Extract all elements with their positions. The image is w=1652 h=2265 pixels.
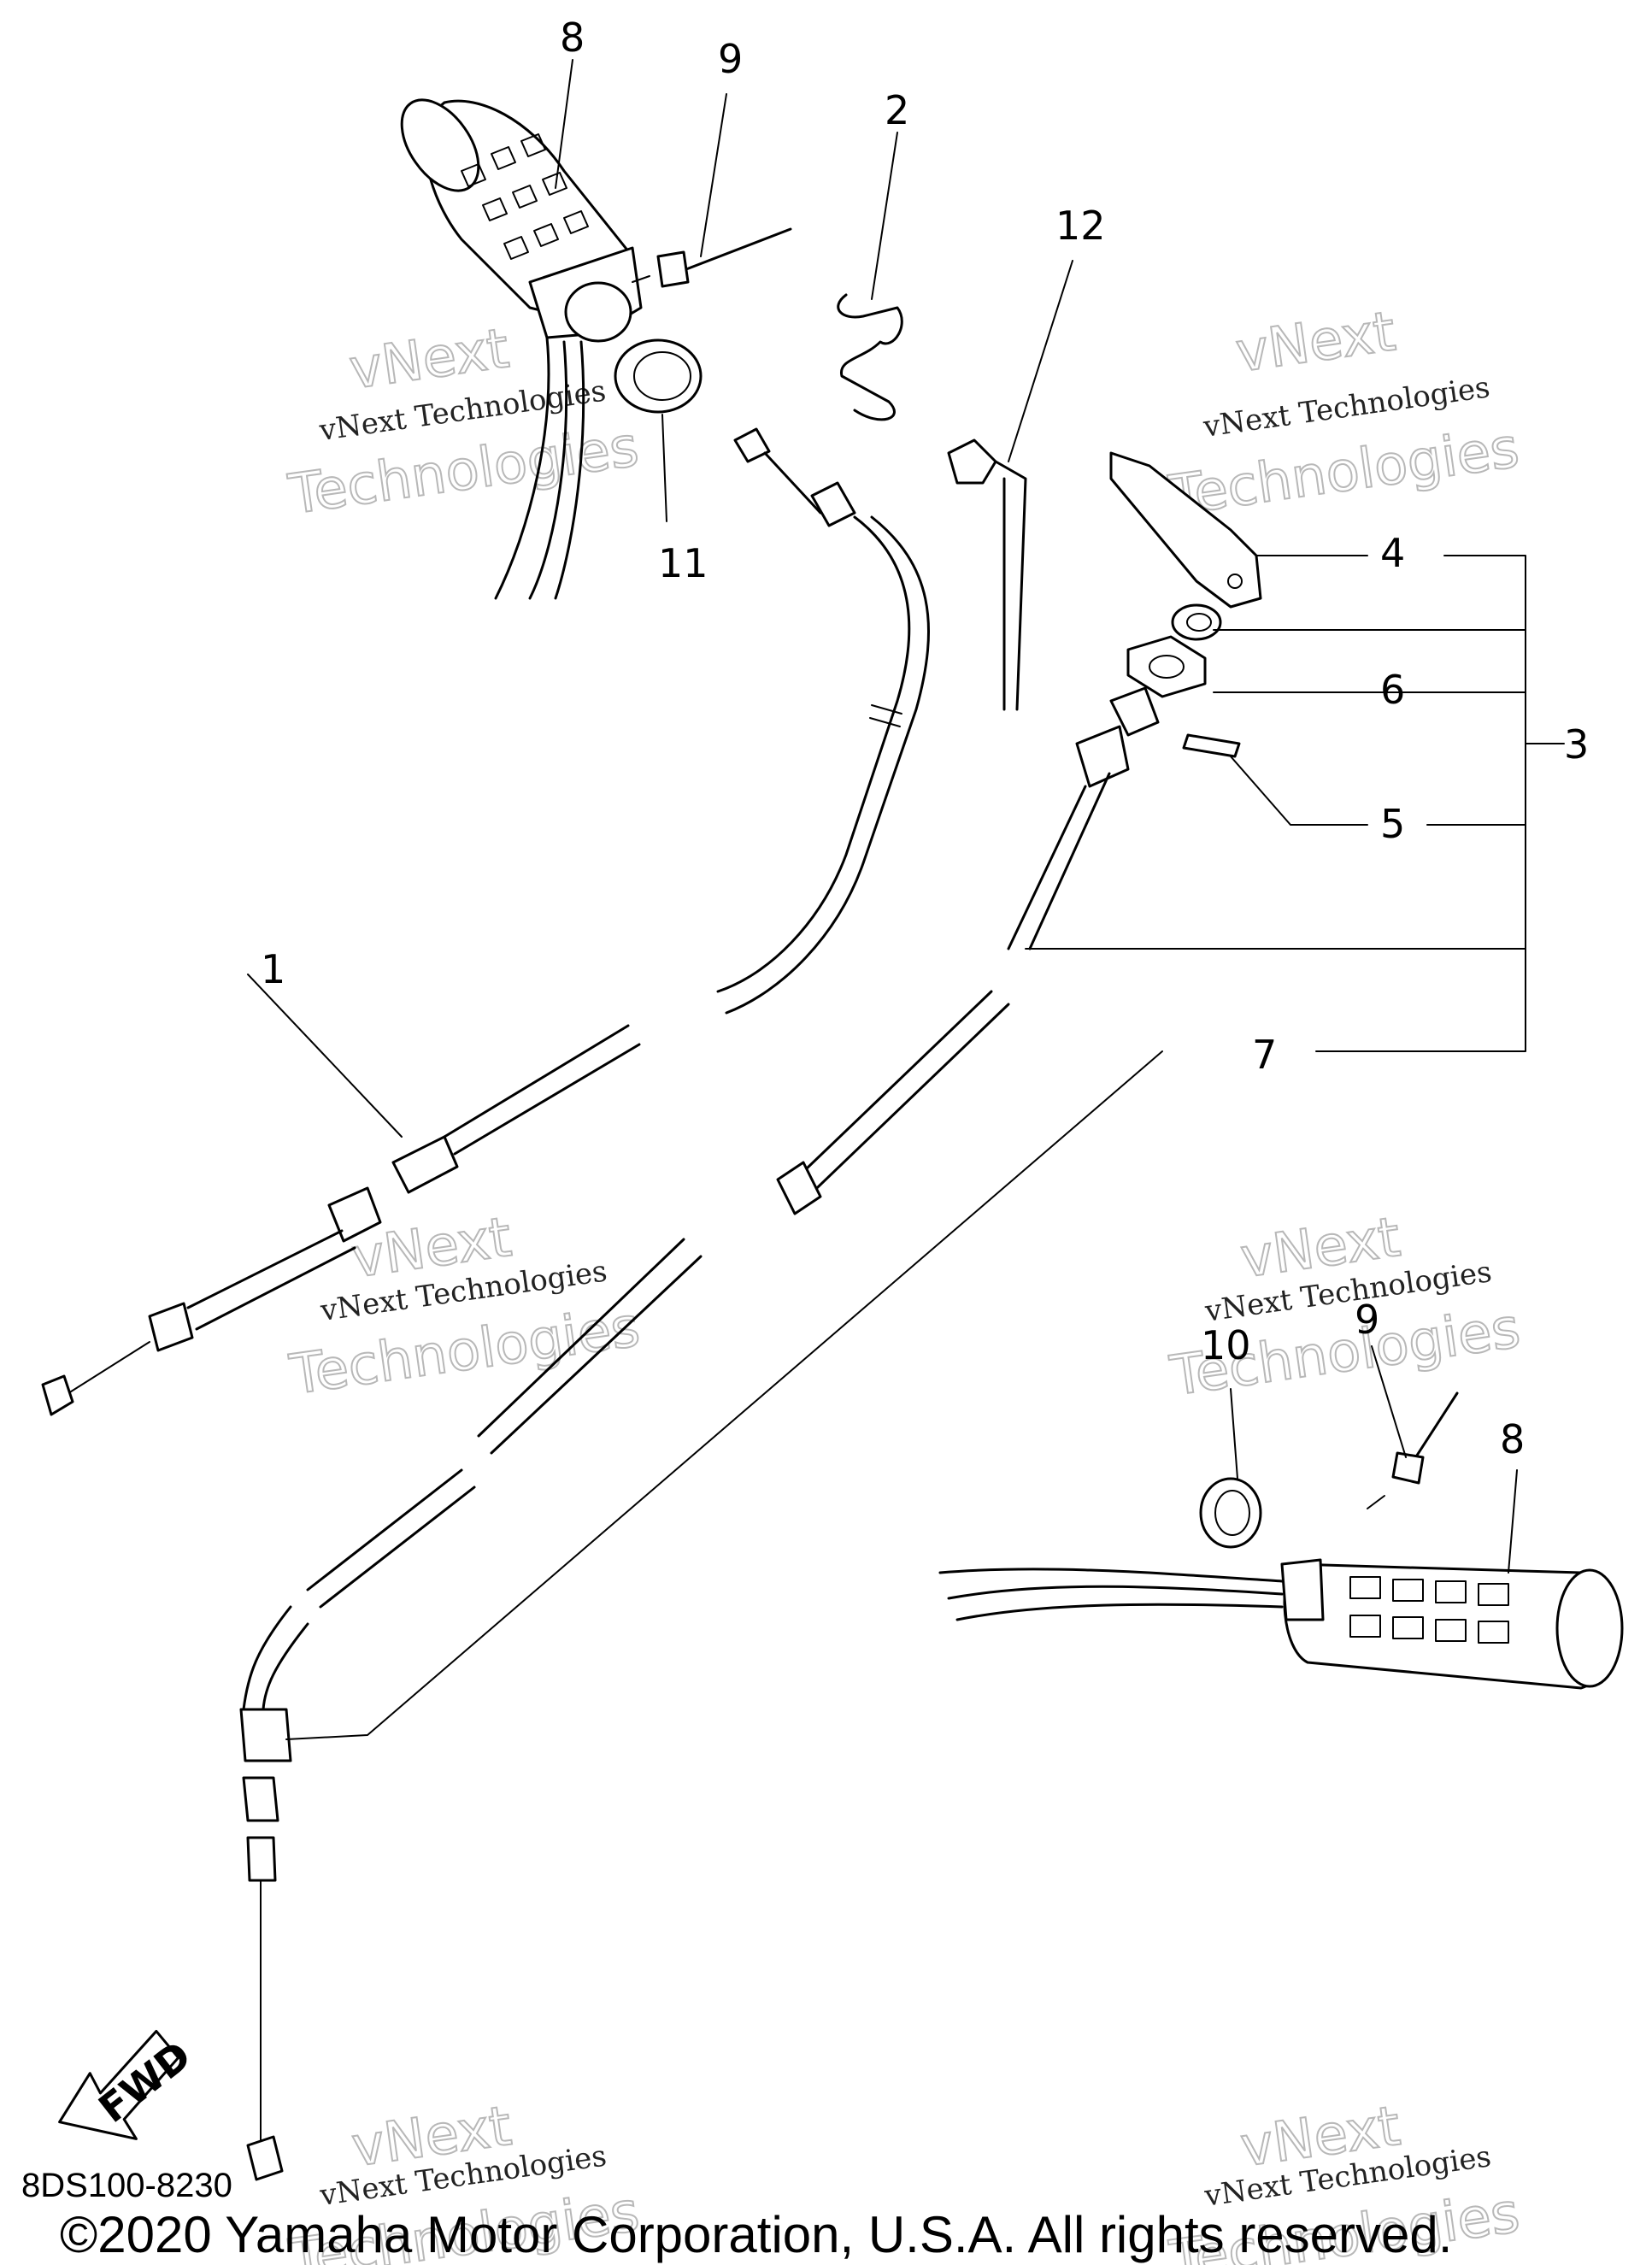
ring-10 xyxy=(1199,1477,1262,1549)
callout-8-left: 8 xyxy=(560,15,585,61)
callout-1: 1 xyxy=(261,946,285,992)
callout-6: 6 xyxy=(1380,667,1405,713)
throttle-cable-7 xyxy=(239,686,1163,2181)
callout-5: 5 xyxy=(1380,801,1405,847)
cable-tie-12 xyxy=(947,438,1027,711)
throttle-cable-1 xyxy=(41,427,930,1416)
screw-bottom xyxy=(1367,1391,1459,1509)
grip-left xyxy=(400,98,643,600)
nut-6 xyxy=(1126,635,1207,698)
callout-2: 2 xyxy=(885,87,909,133)
callout-7: 7 xyxy=(1252,1032,1277,1078)
leader-lines xyxy=(1025,555,1565,1052)
screw-top xyxy=(632,227,792,288)
callout-8-right: 8 xyxy=(1500,1416,1525,1462)
watermark-mid-right: vNext vNext Technologies Technologies xyxy=(1166,1205,1525,1409)
svg-text:vNext: vNext xyxy=(1232,300,1399,385)
pin-5 xyxy=(1182,733,1241,758)
callout-9: 9 xyxy=(718,36,743,82)
clip-2 xyxy=(837,293,903,421)
fwd-arrow-icon: FWD xyxy=(58,2029,200,2140)
callout-11: 11 xyxy=(658,540,708,586)
callout-9-right: 9 xyxy=(1355,1297,1379,1343)
ring-11 xyxy=(614,338,703,414)
callout-10: 10 xyxy=(1201,1322,1251,1368)
callout-3: 3 xyxy=(1564,721,1589,768)
callout-12: 12 xyxy=(1055,203,1106,249)
washer xyxy=(1171,603,1222,641)
callout-lines xyxy=(555,59,1518,1574)
watermark-top-right: vNext vNext Technologies Technologies xyxy=(1164,299,1523,529)
svg-text:vNext: vNext xyxy=(346,317,513,402)
callout-4: 4 xyxy=(1380,530,1405,576)
copyright-text: ©2020 Yamaha Motor Corporation, U.S.A. A… xyxy=(60,2206,1452,2263)
diagram-code: 8DS100-8230 xyxy=(21,2167,232,2204)
throttle-lever-4 xyxy=(1109,451,1262,609)
watermark-mid-left: vNext vNext Technologies Technologies xyxy=(285,1205,644,1409)
grip-right xyxy=(938,1558,1624,1690)
callouts: 8 9 2 12 11 4 6 3 5 7 1 10 9 8 xyxy=(261,15,1589,1462)
